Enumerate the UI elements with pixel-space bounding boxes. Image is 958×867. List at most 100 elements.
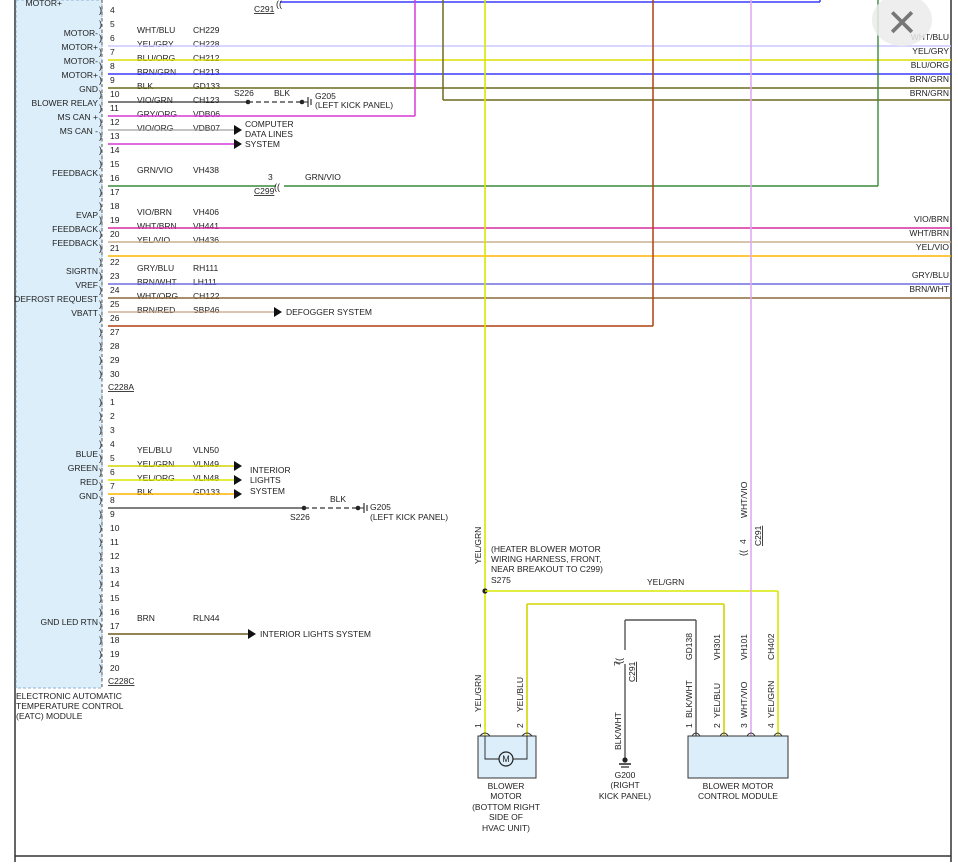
- pin-c-terminal: ): [99, 607, 102, 617]
- pin-a-label: MS CAN -: [60, 126, 98, 136]
- bcm-pin-circuit: VH301: [712, 634, 722, 660]
- pin-a-label: FEEDBACK: [52, 238, 98, 248]
- pin-a-label: FEEDBACK: [52, 168, 98, 178]
- pin-a-wire-color: BLU/ORG: [137, 53, 175, 63]
- left-kick-panel-b-label: (LEFT KICK PANEL): [370, 512, 448, 522]
- pin-c-terminal: ): [99, 579, 102, 589]
- blower-motor-name-4: SIDE OF: [489, 812, 523, 822]
- right-edge-wire-label: BRN/WHT: [909, 284, 949, 294]
- bcm-pin-wire-color: BLK/WHT: [684, 680, 694, 718]
- pin-a-number: 7: [110, 47, 115, 57]
- pin-a-terminal: ): [99, 33, 102, 43]
- pin-c-terminal: ): [99, 663, 102, 673]
- pin-a-terminal: ): [99, 131, 102, 141]
- bcm-pin-terminal: [719, 732, 729, 737]
- computer-data-lines-1: COMPUTER: [245, 119, 294, 129]
- pin-c-terminal: ): [99, 411, 102, 421]
- harness-note-1: (HEATER BLOWER MOTOR: [491, 544, 601, 554]
- c299-label: C299: [254, 186, 275, 196]
- blk-label: BLK: [274, 88, 290, 98]
- bcm-pin-terminal: [746, 732, 756, 737]
- pin-a-terminal: ): [99, 145, 102, 155]
- pin-a-wire-color: GRY/ORG: [137, 109, 177, 119]
- pin-c-circuit: VLN48: [193, 473, 219, 483]
- pin-a-number: 9: [110, 75, 115, 85]
- pin-a-label: MOTOR-: [64, 28, 98, 38]
- blower-motor-box: [477, 735, 537, 779]
- c291-connector-icon-b: ((: [738, 550, 748, 556]
- pin-a-number: 27: [110, 327, 120, 337]
- pin-c-number: 6: [110, 467, 115, 477]
- pin-a-wire-color: WHT/BLU: [137, 25, 175, 35]
- pin-a-wire-color: YEL/VIO: [137, 235, 170, 245]
- bcm-pin-circuit: VH101: [739, 634, 749, 660]
- pin-c-terminal: ): [99, 649, 102, 659]
- pin-c-terminal: ): [99, 425, 102, 435]
- arrow-ch122: [274, 307, 282, 317]
- blower-control-name-2: CONTROL MODULE: [698, 791, 778, 801]
- close-button[interactable]: ✕: [872, 0, 932, 46]
- arrow-rln44: [248, 629, 256, 639]
- pin-c-label: GREEN: [68, 463, 98, 473]
- c291-pin-4: 4: [738, 539, 748, 544]
- pin-c-label: BLUE: [76, 449, 99, 459]
- yelgrn-vertical-label: YEL/GRN: [473, 527, 483, 564]
- c291-label-b: C291: [753, 525, 763, 546]
- g205-b-label: G205: [370, 502, 391, 512]
- pin-a-terminal: ): [99, 299, 102, 309]
- pin-a-circuit: VH441: [193, 221, 219, 231]
- pin-c-number: 13: [110, 565, 120, 575]
- pin-a-wire-color: VIO/BRN: [137, 207, 172, 217]
- pin-a-wire-color: GRY/BLU: [137, 263, 174, 273]
- interior-lights-system-label: INTERIOR LIGHTS SYSTEM: [260, 629, 371, 639]
- bcm-pin-terminal: [773, 732, 783, 737]
- pin-c-number: 10: [110, 523, 120, 533]
- pin-a-terminal: ): [99, 257, 102, 267]
- pin-a-number: 21: [110, 243, 120, 253]
- pin-a-terminal: ): [99, 285, 102, 295]
- pin-c-wire-color: YEL/BLU: [137, 445, 172, 455]
- bcm-pin-circuit: GD138: [684, 633, 694, 660]
- pin-a-number: 14: [110, 145, 120, 155]
- motor-wire-2: YEL/BLU: [515, 677, 525, 712]
- pin-c-number: 19: [110, 649, 120, 659]
- bcm-pin-wire-color: YEL/BLU: [712, 683, 722, 718]
- g205-label: G205: [315, 91, 336, 101]
- pin-a-terminal: ): [99, 355, 102, 365]
- pin-a-terminal: ): [99, 341, 102, 351]
- pin-a-label: EVAP: [76, 210, 98, 220]
- pin-c-number: 5: [110, 453, 115, 463]
- g200-name-2: (RIGHT: [610, 780, 639, 790]
- pin-c-terminal: ): [99, 481, 102, 491]
- connector-c228a-label: C228A: [108, 382, 134, 392]
- pin-a-terminal: ): [99, 75, 102, 85]
- motor-pin-1: 1: [473, 723, 483, 728]
- right-edge-wire-label: WHT/BLU: [911, 32, 949, 42]
- right-edge-wire-label: VIO/BRN: [914, 214, 949, 224]
- harness-note-3: NEAR BREAKOUT TO C299): [491, 564, 603, 574]
- pin-c-label: GND: [79, 491, 98, 501]
- arrow-vln48: [234, 489, 242, 499]
- harness-note-2: WIRING HARNESS, FRONT,: [491, 554, 602, 564]
- pin-a-terminal: ): [99, 47, 102, 57]
- pin-a-circuit: GD133: [193, 81, 220, 91]
- right-edge-wire-label: GRY/BLU: [912, 270, 949, 280]
- pin-a-label: MS CAN +: [58, 112, 98, 122]
- blower-motor-name-2: MOTOR: [490, 791, 521, 801]
- bcm-pin-terminal: [691, 732, 701, 737]
- blower-motor-name-5: HVAC UNIT): [482, 823, 530, 833]
- pin-a-terminal: ): [99, 271, 102, 281]
- pin-c-number: 8: [110, 495, 115, 505]
- pin-a-circuit: CH123: [193, 95, 220, 105]
- bcm-pin-circuit: CH402: [766, 633, 776, 660]
- pin-a-terminal: ): [99, 369, 102, 379]
- pin-c-terminal: ): [99, 523, 102, 533]
- pin-c-number: 11: [110, 537, 119, 547]
- pin-c-number: 9: [110, 509, 115, 519]
- pin-a-wire-color: BRN/GRN: [137, 67, 176, 77]
- pin-a-circuit: LH111: [193, 277, 217, 287]
- pin-c-terminal: ): [99, 537, 102, 547]
- motor-leads: [484, 736, 528, 760]
